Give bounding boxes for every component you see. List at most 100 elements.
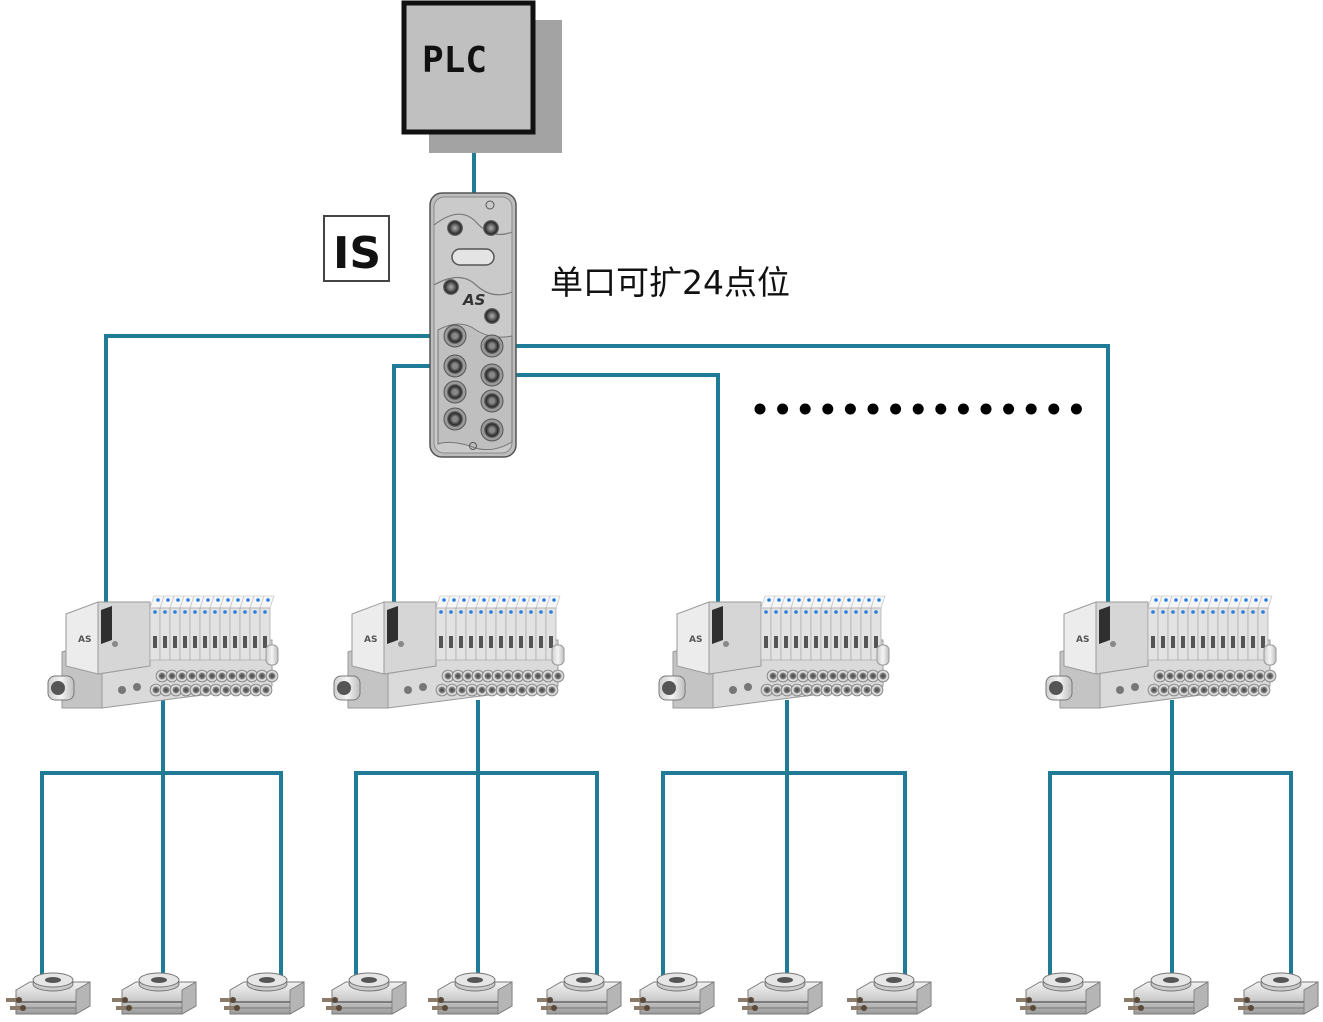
valve-slice xyxy=(1187,595,1203,661)
is-badge-label: IS xyxy=(333,228,381,279)
valve-slice xyxy=(455,595,471,661)
io-hub: AS xyxy=(429,192,517,458)
valve-slice xyxy=(169,595,185,661)
valve-slice xyxy=(1147,595,1163,661)
valve-slice xyxy=(445,595,461,661)
hub-power-port xyxy=(447,220,463,236)
hub-network-port xyxy=(483,220,499,236)
valve-slice xyxy=(780,595,796,661)
ellipsis-dot xyxy=(799,403,811,415)
valve-slice xyxy=(249,595,265,661)
rotary-actuator xyxy=(536,972,622,1015)
ellipsis-dot xyxy=(1048,403,1060,415)
wire-hub-bank-4 xyxy=(492,344,1110,617)
valve-slice xyxy=(229,595,245,661)
svg-text:AS: AS xyxy=(1076,635,1089,645)
valve-slice xyxy=(830,595,846,661)
ellipsis-dot xyxy=(1003,403,1015,415)
tube-fitting xyxy=(545,683,559,697)
ellipsis-dot xyxy=(844,403,856,415)
plc-block: PLC xyxy=(401,0,562,153)
valve-bank-2: AS xyxy=(333,595,565,709)
ellipsis-dot xyxy=(1070,403,1082,415)
wire-bank-3-left xyxy=(661,771,907,987)
wires xyxy=(40,131,1293,987)
valve-slice xyxy=(1167,595,1183,661)
bank-controller: AS xyxy=(1063,601,1149,675)
rotary-actuator xyxy=(1015,972,1101,1015)
plc-label: PLC xyxy=(422,40,487,81)
valve-bank-3: AS xyxy=(658,595,890,709)
rotary-actuator xyxy=(111,972,197,1015)
valve-slice xyxy=(259,595,275,661)
wire-hub-bank-1 xyxy=(104,334,457,610)
valve-slice xyxy=(199,595,215,661)
wire-bank-1-left xyxy=(40,771,283,987)
rotary-actuator xyxy=(219,972,305,1015)
ellipsis-dot xyxy=(935,403,947,415)
rotary-actuator xyxy=(5,972,91,1015)
valve-slice xyxy=(860,595,876,661)
valve-slice xyxy=(1257,595,1273,661)
tube-fitting xyxy=(551,669,565,683)
valve-slice xyxy=(515,595,531,661)
hub-io-port xyxy=(480,363,504,387)
hub-io-port xyxy=(443,324,467,348)
bank-controller: AS xyxy=(351,601,437,675)
ellipsis-dot xyxy=(980,403,992,415)
hub-io-port xyxy=(443,380,467,404)
hub-io-port xyxy=(443,407,467,431)
rotary-actuator xyxy=(737,972,823,1015)
wire-bank-2-left xyxy=(354,771,599,987)
hub-io-port xyxy=(480,389,504,413)
tube-fitting xyxy=(265,669,279,683)
wire-bank-4-left xyxy=(1048,771,1293,987)
valve-slice xyxy=(219,595,235,661)
rotary-actuator xyxy=(321,972,407,1015)
svg-text:AS: AS xyxy=(78,635,91,645)
bank-controller: AS xyxy=(676,601,762,675)
valve-bank-1: AS xyxy=(47,595,279,709)
valve-slice xyxy=(1247,595,1263,661)
valve-bank-4: AS xyxy=(1045,595,1277,709)
more-banks-ellipsis xyxy=(754,403,1082,415)
rotary-actuator xyxy=(629,972,715,1015)
svg-text:AS: AS xyxy=(364,635,377,645)
valve-slice xyxy=(159,595,175,661)
tube-fitting xyxy=(259,683,273,697)
rotary-actuator xyxy=(1233,972,1319,1015)
tube-fitting xyxy=(876,669,890,683)
tube-fitting xyxy=(1263,669,1277,683)
svg-text:AS: AS xyxy=(689,635,702,645)
is-badge: IS xyxy=(323,215,390,282)
hub-io-port xyxy=(443,354,467,378)
ellipsis-dot xyxy=(912,403,924,415)
rotary-actuator xyxy=(427,972,513,1015)
valve-slice xyxy=(1177,595,1193,661)
rotary-actuator xyxy=(846,972,932,1015)
ellipsis-dot xyxy=(1025,403,1037,415)
ellipsis-dot xyxy=(754,403,766,415)
bank-controller: AS xyxy=(65,601,151,675)
tube-fitting xyxy=(1257,683,1271,697)
tube-fitting xyxy=(870,683,884,697)
ellipsis-dot xyxy=(957,403,969,415)
valve-slice xyxy=(840,595,856,661)
hub-io-port xyxy=(480,334,504,358)
is-badge-frame xyxy=(323,215,390,282)
valve-slice xyxy=(189,595,205,661)
valve-slice xyxy=(545,595,561,661)
valve-slice xyxy=(870,595,886,661)
hub-display xyxy=(451,248,495,266)
ellipsis-dot xyxy=(867,403,879,415)
ellipsis-dot xyxy=(890,403,902,415)
hub-logo: AS xyxy=(462,291,485,309)
ellipsis-dot xyxy=(777,403,789,415)
hub-io-port xyxy=(480,418,504,442)
rotary-actuator xyxy=(1123,972,1209,1015)
valve-slice xyxy=(149,595,165,661)
valve-slice xyxy=(1237,595,1253,661)
plc-box xyxy=(401,0,536,135)
valve-slice xyxy=(435,595,451,661)
